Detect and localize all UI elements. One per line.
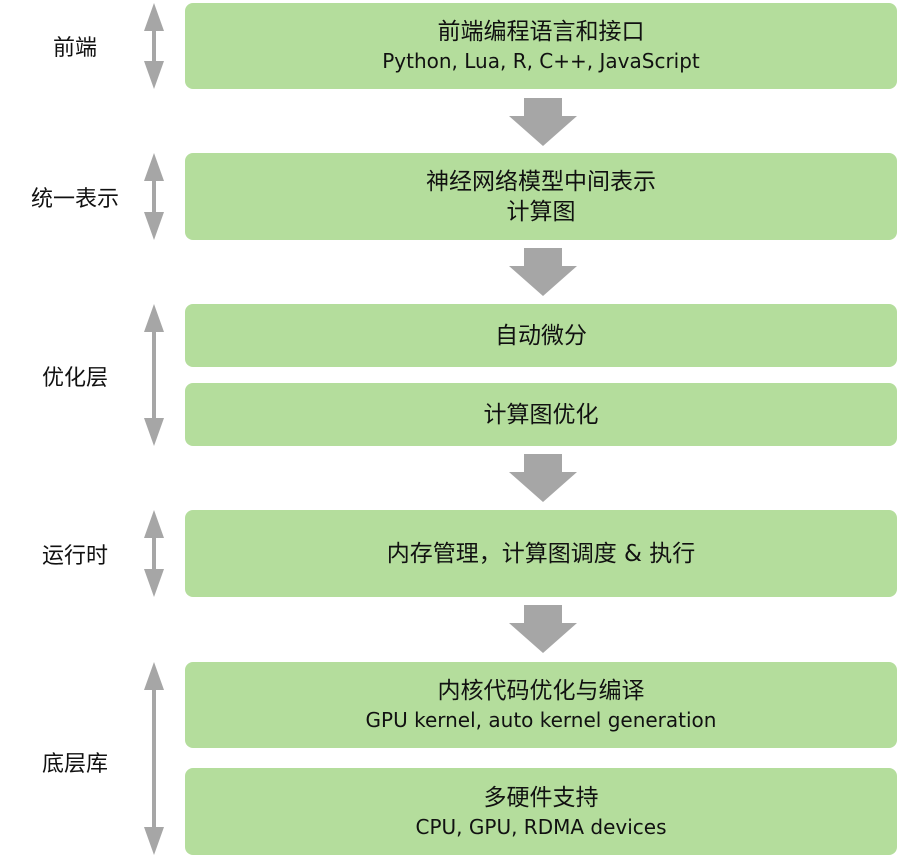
layer-label-lowlevel: 底层库 <box>41 752 108 777</box>
double-arrow-icon <box>144 153 164 240</box>
box-autodiff: 自动微分 <box>185 304 897 367</box>
box-title: 自动微分 <box>495 322 587 349</box>
box-title: 内存管理，计算图调度 & 执行 <box>386 540 696 567</box>
box-title: 前端编程语言和接口 <box>437 19 645 45</box>
down-arrow-icon <box>509 605 577 653</box>
box-subtitle: CPU, GPU, RDMA devices <box>415 814 667 839</box>
box-frontend-languages: 前端编程语言和接口 Python, Lua, R, C++, JavaScrip… <box>185 3 897 89</box>
box-subtitle: Python, Lua, R, C++, JavaScript <box>382 49 700 73</box>
box-kernel-compilation: 内核代码优化与编译 GPU kernel, auto kernel genera… <box>185 662 897 748</box>
box-title: 多硬件支持 <box>483 784 599 811</box>
down-arrow-icon <box>509 98 577 146</box>
box-subtitle: GPU kernel, auto kernel generation <box>365 708 717 732</box>
layer-label-runtime: 运行时 <box>41 544 108 569</box>
box-title: 内核代码优化与编译 <box>437 678 645 704</box>
box-subtitle: 计算图 <box>506 198 576 225</box>
box-hardware-support: 多硬件支持 CPU, GPU, RDMA devices <box>185 768 897 855</box>
box-runtime: 内存管理，计算图调度 & 执行 <box>185 510 897 597</box>
layer-label-frontend: 前端 <box>52 36 97 61</box>
down-arrow-icon <box>509 248 577 296</box>
down-arrow-icon <box>509 454 577 502</box>
box-graph-optimization: 计算图优化 <box>185 383 897 446</box>
double-arrow-icon <box>144 662 164 855</box>
box-title: 计算图优化 <box>483 401 599 428</box>
box-title: 神经网络模型中间表示 <box>426 168 656 195</box>
box-intermediate-representation: 神经网络模型中间表示 计算图 <box>185 153 897 240</box>
double-arrow-icon <box>144 510 164 597</box>
layer-label-optimization: 优化层 <box>41 366 108 391</box>
layer-label-ir: 统一表示 <box>30 187 119 212</box>
double-arrow-icon <box>144 304 164 446</box>
double-arrow-icon <box>144 3 164 89</box>
